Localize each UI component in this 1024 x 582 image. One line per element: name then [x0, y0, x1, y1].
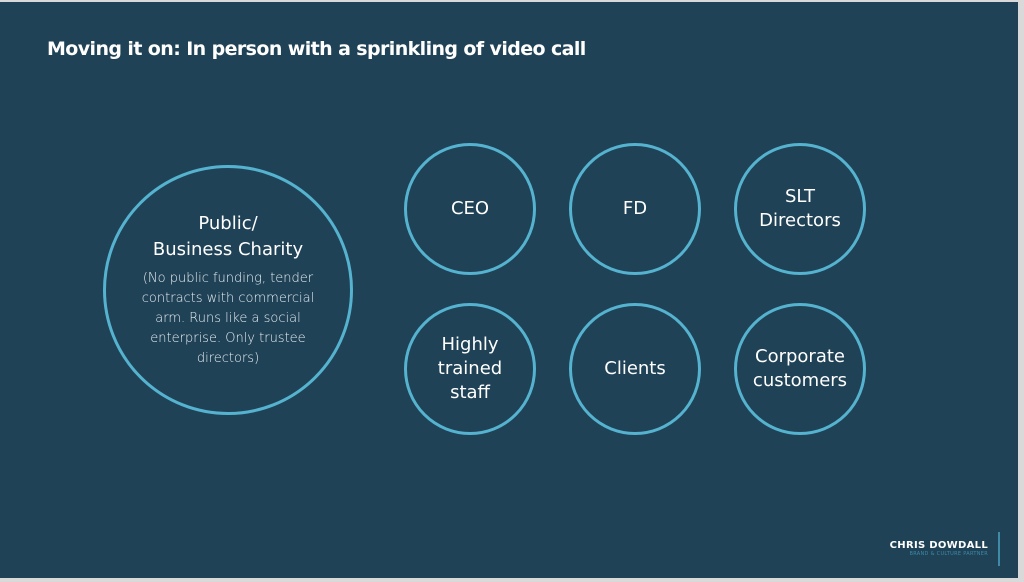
- circle-highly-trained-staff: Highly trained staff: [404, 303, 536, 435]
- slide-title: Moving it on: In person with a sprinklin…: [47, 38, 586, 60]
- circle-slt-directors: SLT Directors: [734, 143, 866, 275]
- circle-label-line1: SLT: [785, 186, 815, 207]
- circle-label-line2: Directors: [759, 210, 841, 231]
- main-circle-title: Public/ Business Charity: [153, 211, 303, 263]
- main-circle-public-business-charity: Public/ Business Charity (No public fund…: [103, 165, 353, 415]
- logo-name: CHRIS DOWDALL: [889, 540, 988, 551]
- brand-logo: CHRIS DOWDALL BRAND & CULTURE PARTNER: [890, 532, 1000, 566]
- main-circle-title-line1: Public/: [198, 213, 258, 234]
- circle-label-line3: staff: [450, 382, 490, 403]
- circle-label-line2: trained: [437, 358, 503, 379]
- circle-fd: FD: [569, 143, 701, 275]
- circle-label: CEO: [450, 198, 490, 219]
- circle-label-line2: customers: [752, 370, 848, 391]
- circle-label-line1: Highly: [441, 334, 499, 355]
- circle-corporate-customers: Corporate customers: [734, 303, 866, 435]
- circle-label: Clients: [604, 358, 666, 379]
- circle-label: FD: [622, 198, 648, 219]
- circle-ceo: CEO: [404, 143, 536, 275]
- main-circle-title-line2: Business Charity: [152, 239, 304, 260]
- logo-tagline: BRAND & CULTURE PARTNER: [909, 551, 988, 557]
- main-circle-description: (No public funding, tender contracts wit…: [141, 271, 315, 366]
- circle-label-line1: Corporate: [755, 346, 845, 367]
- circle-clients: Clients: [569, 303, 701, 435]
